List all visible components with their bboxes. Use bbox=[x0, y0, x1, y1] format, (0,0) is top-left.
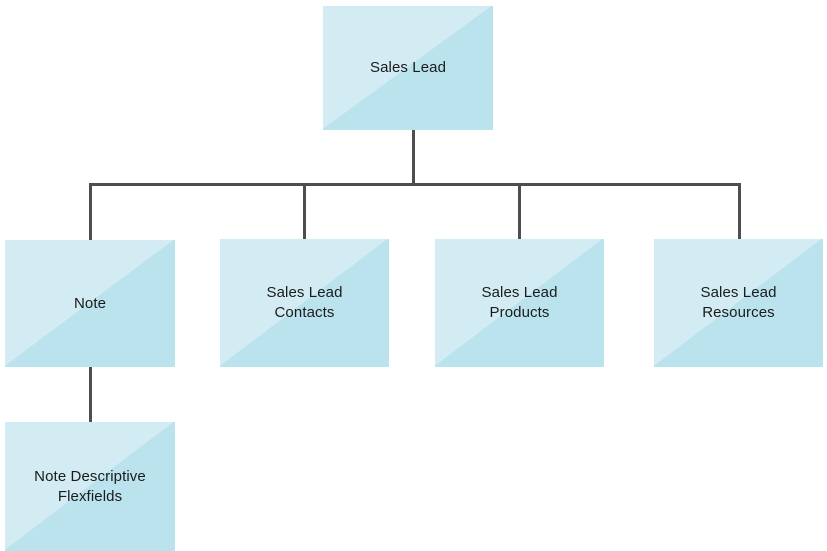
connector-trunk-down-from-sales-lead bbox=[412, 130, 415, 186]
connector-drop-to-note-descriptive-flexfields bbox=[89, 367, 92, 422]
connector-drop-to-sales-lead-products bbox=[518, 183, 521, 239]
node-label-sales-lead: Sales Lead bbox=[369, 59, 447, 77]
node-note-descriptive-flexfields[interactable]: Note Descriptive Flexfields bbox=[5, 422, 175, 551]
connector-drop-to-sales-lead-contacts bbox=[303, 183, 306, 239]
connector-horizontal-bus bbox=[89, 183, 741, 186]
node-sales-lead-resources[interactable]: Sales Lead Resources bbox=[654, 239, 823, 367]
node-label-note-descriptive-flexfields: Note Descriptive Flexfields bbox=[34, 467, 146, 505]
node-label-note: Note bbox=[73, 294, 107, 312]
node-label-sales-lead-resources: Sales Lead Resources bbox=[700, 284, 777, 321]
node-sales-lead-contacts[interactable]: Sales Lead Contacts bbox=[220, 239, 389, 367]
connector-drop-to-sales-lead-resources bbox=[738, 183, 741, 239]
node-sales-lead-products[interactable]: Sales Lead Products bbox=[435, 239, 604, 367]
node-label-sales-lead-products: Sales Lead Products bbox=[481, 284, 558, 321]
connector-drop-to-note bbox=[89, 183, 92, 240]
node-sales-lead[interactable]: Sales Lead bbox=[323, 6, 493, 130]
node-label-sales-lead-contacts: Sales Lead Contacts bbox=[266, 284, 343, 321]
node-note[interactable]: Note bbox=[5, 240, 175, 367]
